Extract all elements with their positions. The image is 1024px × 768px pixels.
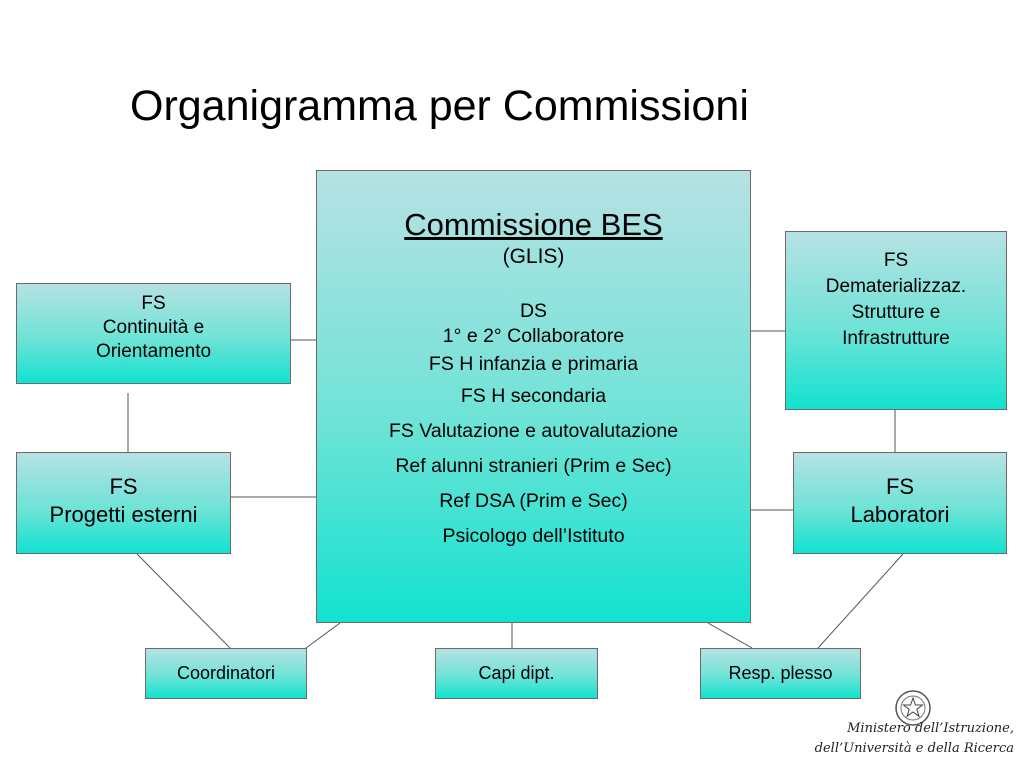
fs-continuita-box: FS Continuità e Orientamento: [16, 283, 291, 384]
box-line: Strutture e: [851, 302, 941, 323]
fs-laboratori-box: FS Laboratori: [793, 452, 1007, 554]
member-item: Ref DSA (Prim e Sec): [439, 490, 628, 512]
member-item: DS: [519, 300, 548, 322]
member-item: FS H secondaria: [460, 385, 607, 407]
ministry-line: dell’Università e della Ricerca: [814, 741, 1014, 756]
page-title: Organigramma per Commissioni: [130, 82, 749, 130]
ministry-line: Ministero dell’Istruzione,: [847, 721, 1014, 736]
connector-main-resp: [707, 622, 753, 649]
member-item: Psicologo dell’Istituto: [442, 525, 625, 547]
box-line: FS: [883, 250, 909, 271]
box-line: Infrastrutture: [842, 328, 950, 349]
commissione-heading: Commissione BES: [404, 207, 663, 242]
box-line: FS: [109, 474, 138, 499]
resp-plesso-box: Resp. plesso: [700, 648, 861, 699]
ministry-logo-text: Ministero dell’Istruzione, dell’Universi…: [794, 719, 1014, 759]
box-line: Continuità e: [102, 317, 205, 338]
box-line: Orientamento: [95, 341, 212, 362]
connector-main-coordinatori: [305, 622, 341, 649]
box-label: Capi dipt.: [478, 663, 555, 683]
fs-dematerializzazione-box: FS Dematerializzaz. Strutture e Infrastr…: [785, 231, 1007, 410]
commissione-subheading: (GLIS): [502, 245, 565, 268]
member-item: 1° e 2° Collaboratore: [442, 325, 625, 347]
box-label: Resp. plesso: [728, 663, 833, 683]
connector-laboratori-resp: [817, 553, 904, 649]
box-line: FS: [885, 474, 915, 499]
member-item: FS H infanzia e primaria: [428, 353, 639, 375]
box-line: Progetti esterni: [49, 502, 198, 527]
box-line: Dematerializzaz.: [825, 276, 967, 297]
coordinatori-box: Coordinatori: [145, 648, 307, 699]
fs-progetti-box: FS Progetti esterni: [16, 452, 231, 554]
member-item: FS Valutazione e autovalutazione: [388, 420, 679, 442]
member-item: Ref alunni stranieri (Prim e Sec): [395, 455, 672, 477]
republic-emblem-icon: [895, 690, 931, 726]
box-line: FS: [141, 293, 166, 314]
commissione-bes-box: Commissione BES (GLIS) DS 1° e 2° Collab…: [316, 170, 751, 623]
capi-dipt-box: Capi dipt.: [435, 648, 598, 699]
box-line: Laboratori: [850, 502, 950, 527]
connector-progetti-coordinatori: [136, 553, 231, 649]
box-label: Coordinatori: [176, 663, 276, 683]
